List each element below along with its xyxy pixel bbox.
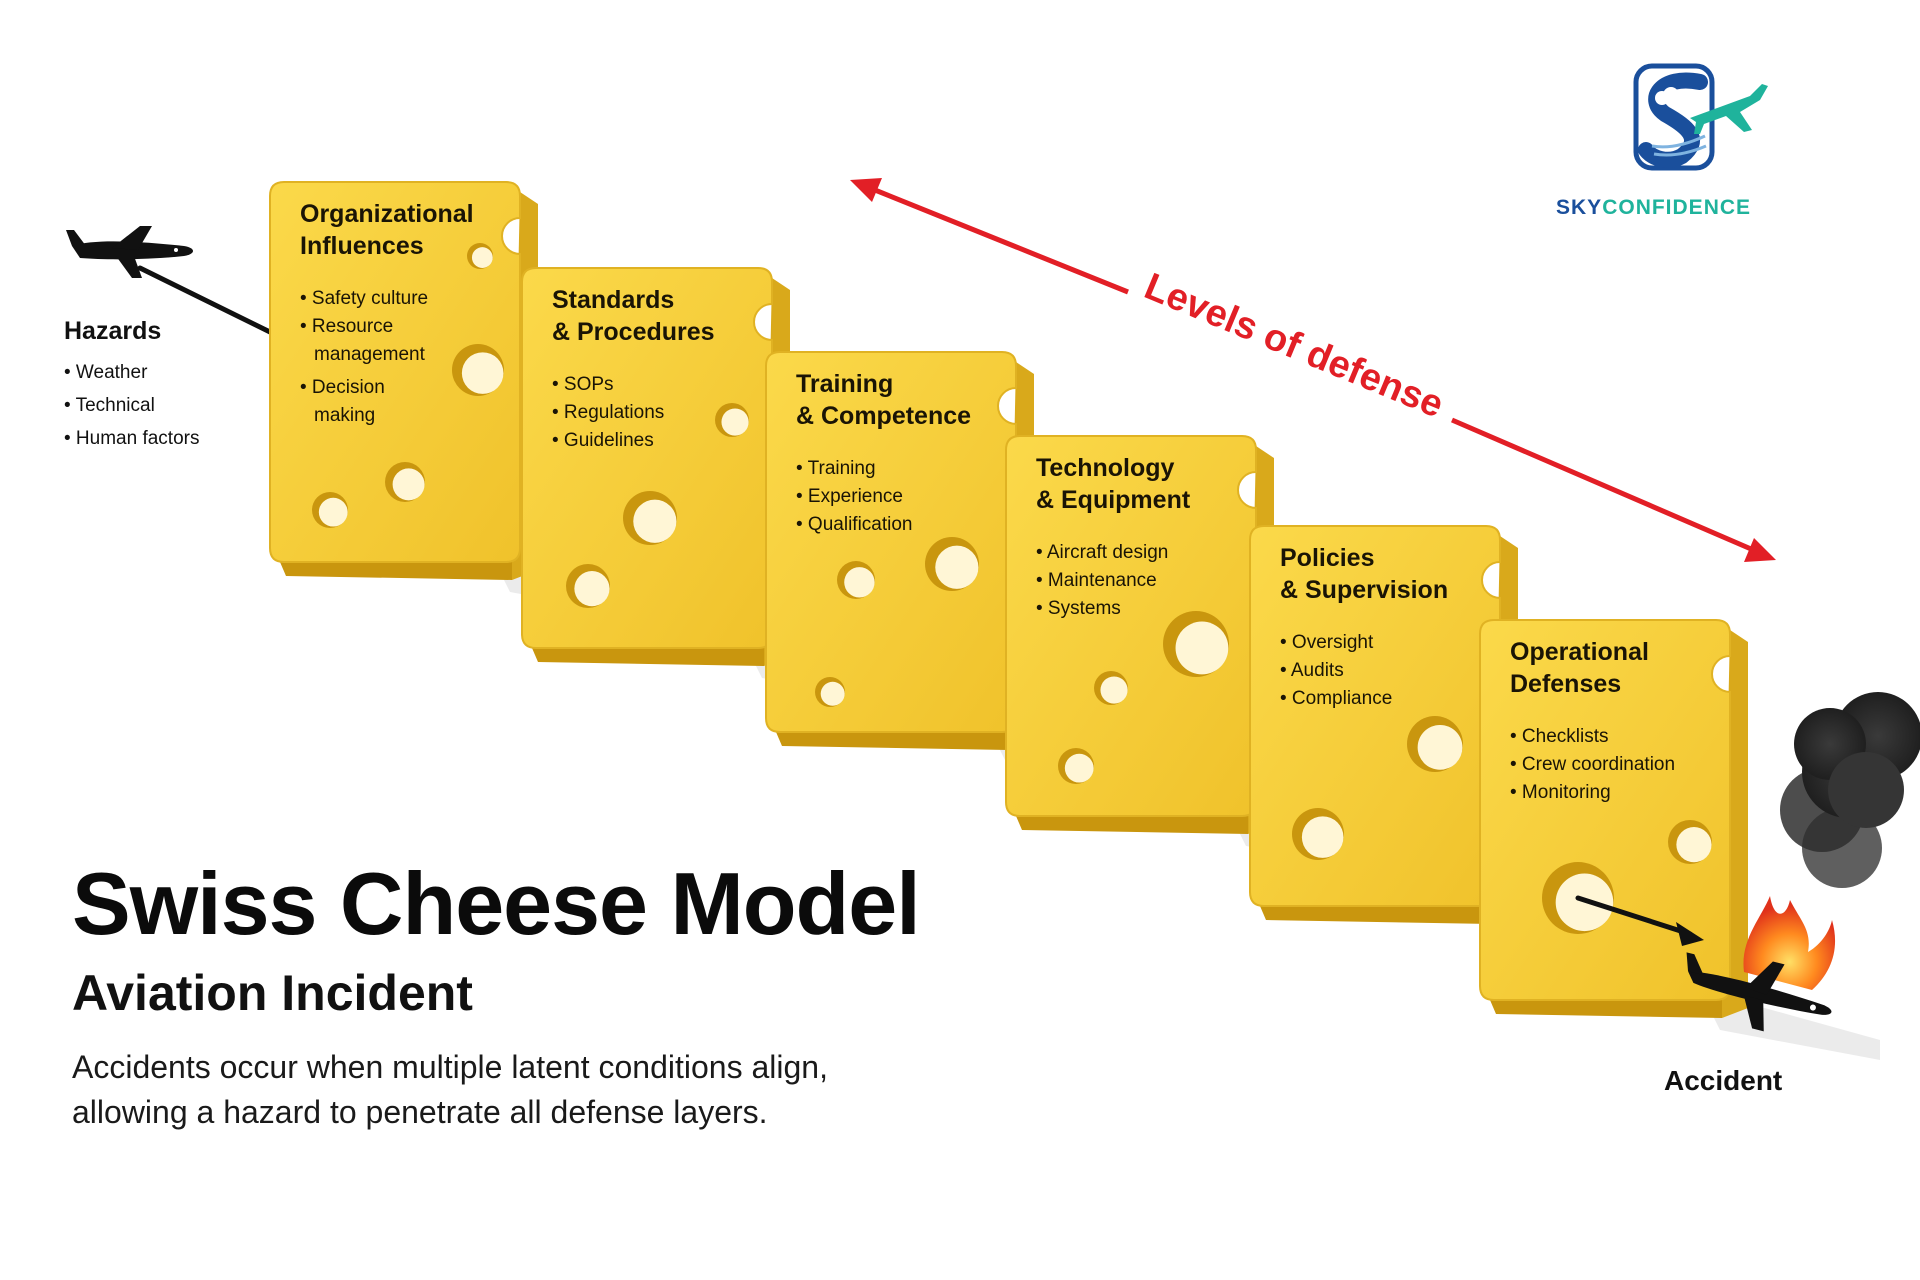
layer-item-continued: management (314, 344, 426, 365)
page-subtitle: Aviation Incident (72, 965, 473, 1021)
layer-item: • Guidelines (552, 430, 654, 451)
layer-item: • Compliance (1280, 688, 1392, 709)
cheese-hole (566, 564, 610, 608)
cheese-hole (385, 462, 425, 502)
layer-item: • Experience (796, 486, 903, 507)
cheese-hole (1292, 808, 1344, 860)
cheese-hole (925, 537, 979, 591)
layer-item: • Monitoring (1510, 782, 1611, 803)
layer-item: • Systems (1036, 598, 1121, 619)
layer-title: Defenses (1510, 670, 1621, 698)
layer-item-continued: making (314, 405, 375, 426)
logo-plane-icon (1690, 84, 1768, 134)
layer-title: Technology (1036, 454, 1175, 482)
layer-bottom (280, 562, 512, 580)
skyconfidence-logo: SKYCONFIDENCE (1556, 63, 1768, 219)
layer-item: • Audits (1280, 660, 1344, 681)
layer-item: • Checklists (1510, 726, 1609, 747)
layer-bottom (1260, 906, 1492, 924)
layer-title: Organizational (300, 200, 474, 228)
layer-title: & Procedures (552, 318, 715, 346)
cheese-hole (1058, 748, 1094, 784)
cheese-hole (1668, 820, 1712, 864)
hazard-path-segment (137, 265, 273, 335)
layer-item: • Safety culture (300, 288, 428, 309)
hazard-item: • Weather (64, 362, 148, 383)
layer-item: • Crew coordination (1510, 754, 1675, 775)
description-line: allowing a hazard to penetrate all defen… (72, 1093, 768, 1130)
layer-title: & Equipment (1036, 486, 1191, 514)
layer-item: • Resource (300, 316, 393, 337)
cheese-hole (452, 344, 504, 396)
smoke-icon (1780, 692, 1920, 888)
accident-label: Accident (1664, 1065, 1782, 1096)
layer-bottom (532, 648, 764, 666)
layer-item: • Regulations (552, 402, 664, 423)
page-title: Swiss Cheese Model (72, 854, 921, 953)
layer-item: • Decision (300, 377, 385, 398)
hazard-plane-icon (66, 226, 193, 278)
diagram-caption: Swiss Cheese Model Aviation Incident Acc… (72, 860, 1072, 1135)
accident-scene: Accident (1664, 692, 1920, 1096)
brand-name: SKYCONFIDENCE (1556, 196, 1751, 219)
layer-item: • Qualification (796, 514, 913, 535)
layer-title: & Supervision (1280, 576, 1448, 604)
cheese-hole (467, 243, 493, 269)
cheese-hole (715, 403, 749, 437)
layer-bottom (1016, 816, 1248, 834)
defense-layer-3: Training & Competence • Training • Experien… (765, 351, 1166, 792)
layer-title: Policies (1280, 544, 1375, 572)
layer-item: • Oversight (1280, 632, 1374, 653)
hazard-item: • Human factors (64, 428, 199, 449)
layer-item: • Aircraft design (1036, 542, 1168, 563)
layer-title: Standards (552, 286, 674, 314)
layer-face (269, 181, 521, 563)
layer-title: Operational (1510, 638, 1649, 666)
layer-title: & Competence (796, 402, 971, 430)
cheese-hole (623, 491, 677, 545)
layer-item: • Maintenance (1036, 570, 1157, 591)
cheese-hole (312, 492, 348, 528)
layer-item: • Training (796, 458, 876, 479)
description: Accidents occur when multiple latent con… (72, 1045, 1072, 1135)
hazard-path-final (1575, 895, 1693, 937)
cheese-hole (1407, 716, 1463, 772)
cheese-hole (1094, 671, 1128, 705)
layer-title: Training (796, 370, 893, 398)
hazard-item: • Technical (64, 395, 155, 416)
crashed-plane-icon (1686, 952, 1832, 1032)
layer-title: Influences (300, 232, 424, 260)
cheese-hole (1163, 611, 1229, 677)
hazards-title: Hazards (64, 317, 161, 345)
description-line: Accidents occur when multiple latent con… (72, 1049, 828, 1085)
hazard-path-arrowhead (1676, 922, 1704, 946)
layer-item: • SOPs (552, 374, 614, 395)
layer-bottom (776, 732, 1008, 750)
cheese-hole (815, 677, 845, 707)
cheese-hole (837, 561, 875, 599)
layer-bottom (1490, 1000, 1722, 1018)
fire-icon (1743, 896, 1836, 990)
levels-of-defense-label: Levels of defense (1139, 266, 1450, 427)
hazards-panel: Hazards • Weather • Technical • Human fa… (64, 226, 199, 449)
